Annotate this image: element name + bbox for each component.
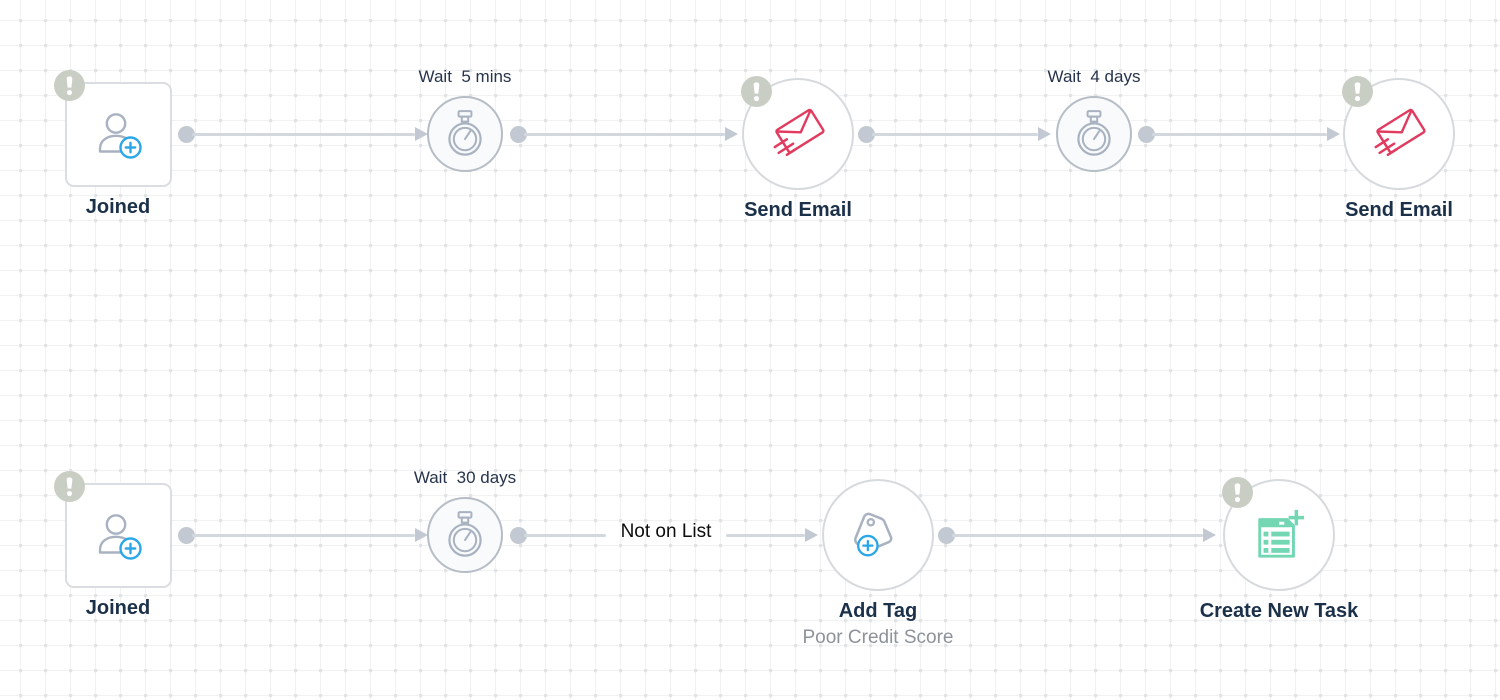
node-label: Joined bbox=[85, 196, 151, 218]
exclamation-icon bbox=[53, 70, 85, 101]
action-node-shape[interactable] bbox=[822, 479, 934, 591]
connector-line bbox=[872, 133, 1038, 136]
node-label: Joined bbox=[85, 597, 151, 619]
wait-label: Wait 30 days bbox=[413, 468, 517, 487]
tag-add-icon bbox=[854, 512, 893, 557]
connector-line bbox=[524, 133, 725, 136]
exclamation-icon bbox=[741, 76, 772, 107]
node-label: Create New Task bbox=[1199, 600, 1359, 622]
connector-line bbox=[1152, 133, 1327, 136]
wait-label: Wait 4 days bbox=[1047, 67, 1141, 86]
person-add-icon bbox=[98, 112, 142, 159]
node-joined-1[interactable]: Joined bbox=[8, 70, 228, 219]
email-send-icon bbox=[1374, 108, 1426, 157]
connector-line bbox=[192, 133, 415, 136]
connector-line bbox=[524, 534, 606, 537]
node-wait-30-days[interactable]: Wait 30 days bbox=[355, 467, 575, 573]
connector-arrowhead-icon bbox=[725, 127, 738, 141]
email-send-icon bbox=[773, 108, 825, 157]
alert-badge bbox=[53, 471, 85, 502]
node-wait-5-mins[interactable]: Wait 5 mins bbox=[355, 66, 575, 172]
node-label: Send Email bbox=[744, 199, 852, 221]
exclamation-icon bbox=[1222, 477, 1253, 508]
connector-start-dot[interactable] bbox=[510, 126, 527, 143]
node-subtitle: Poor Credit Score bbox=[802, 627, 954, 648]
connector-arrowhead-icon bbox=[1038, 127, 1051, 141]
wait-label: Wait 5 mins bbox=[418, 67, 512, 86]
node-joined-2[interactable]: Joined bbox=[8, 471, 228, 620]
timer-node-shape[interactable] bbox=[427, 96, 503, 172]
action-node-shape[interactable] bbox=[741, 76, 854, 190]
node-label: Add Tag bbox=[838, 600, 918, 622]
timer-node-shape[interactable] bbox=[427, 497, 503, 573]
person-add-icon bbox=[98, 513, 142, 560]
stopwatch-icon bbox=[1077, 110, 1111, 156]
connector-start-dot[interactable] bbox=[938, 527, 955, 544]
connector-start-dot[interactable] bbox=[1138, 126, 1155, 143]
timer-node-shape[interactable] bbox=[1056, 96, 1132, 172]
connector-start-dot[interactable] bbox=[178, 126, 195, 143]
connector-arrowhead-icon bbox=[415, 127, 428, 141]
node-add-tag[interactable]: Add Tag Poor Credit Score bbox=[768, 479, 988, 649]
task-add-icon bbox=[1258, 509, 1305, 558]
node-send-email-2[interactable]: Send Email bbox=[1289, 76, 1500, 222]
connector-line bbox=[952, 534, 1203, 537]
connector-start-dot[interactable] bbox=[858, 126, 875, 143]
connector-arrowhead-icon bbox=[805, 528, 818, 542]
action-node-shape[interactable] bbox=[1342, 76, 1455, 190]
entry-node-shape[interactable] bbox=[53, 70, 172, 187]
stopwatch-icon bbox=[448, 511, 482, 557]
connector-start-dot[interactable] bbox=[510, 527, 527, 544]
exclamation-icon bbox=[53, 471, 85, 502]
connector-start-dot[interactable] bbox=[178, 527, 195, 544]
node-create-new-task[interactable]: Create New Task bbox=[1169, 477, 1389, 623]
node-send-email-1[interactable]: Send Email bbox=[688, 76, 908, 222]
node-wait-4-days[interactable]: Wait 4 days bbox=[984, 66, 1204, 172]
alert-badge bbox=[53, 70, 85, 101]
stopwatch-icon bbox=[448, 110, 482, 156]
connector-arrowhead-icon bbox=[415, 528, 428, 542]
entry-node-shape[interactable] bbox=[53, 471, 172, 588]
connector-arrowhead-icon bbox=[1327, 127, 1340, 141]
alert-badge bbox=[1222, 477, 1253, 508]
alert-badge bbox=[1342, 76, 1373, 107]
alert-badge bbox=[741, 76, 772, 107]
action-node-shape[interactable] bbox=[1222, 477, 1335, 591]
connector-line bbox=[192, 534, 415, 537]
node-label: Send Email bbox=[1345, 199, 1453, 221]
exclamation-icon bbox=[1342, 76, 1373, 107]
connector-line bbox=[726, 534, 805, 537]
connector-label-not-on-list[interactable]: Not on List bbox=[620, 521, 712, 542]
connector-arrowhead-icon bbox=[1203, 528, 1216, 542]
